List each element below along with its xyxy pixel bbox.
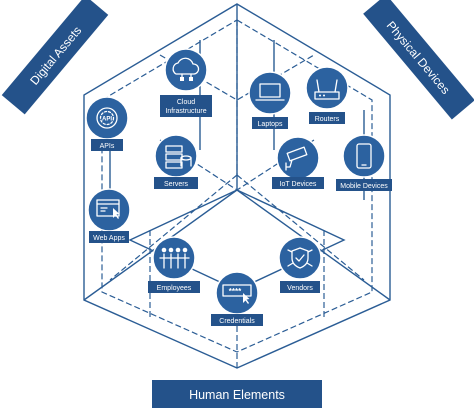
mobile-label: Mobile Devices — [340, 183, 388, 190]
node-routers: Routers — [305, 66, 349, 124]
password-cursor-icon: **** — [222, 284, 252, 304]
shield-network-icon — [287, 247, 313, 269]
servers-label: Servers — [164, 181, 189, 188]
cloud-label-line1: Cloud — [177, 99, 195, 106]
node-laptops: Laptops — [248, 71, 292, 129]
laptop-icon — [255, 83, 285, 101]
iot-label: IoT Devices — [280, 181, 317, 188]
node-mobile-devices: Mobile Devices — [336, 134, 392, 191]
node-apis: API APIs — [85, 96, 129, 151]
web-app-window-icon — [96, 199, 120, 219]
people-group-icon — [159, 247, 190, 269]
node-iot-devices: IoT Devices — [272, 136, 324, 189]
human-elements-banner: Human Elements — [152, 380, 322, 408]
laptops-label: Laptops — [258, 121, 283, 128]
server-database-icon — [165, 145, 192, 169]
credentials-mask: **** — [229, 287, 242, 296]
employees-label: Employees — [157, 285, 192, 292]
cloud-label-line2: Infrastructure — [165, 108, 206, 115]
cloud-network-icon — [172, 57, 200, 81]
human-elements-label: Human Elements — [189, 388, 285, 402]
mobile-phone-icon — [356, 143, 372, 169]
apis-label: APIs — [100, 143, 115, 150]
node-servers: Servers — [154, 134, 198, 189]
vendors-label: Vendors — [287, 285, 313, 292]
node-credentials: **** Credentials — [211, 271, 263, 326]
node-vendors: Vendors — [278, 236, 322, 293]
node-cloud-infrastructure: Cloud Infrastructure — [160, 48, 212, 117]
physical-devices-banner: Physical Devices — [363, 0, 474, 120]
physical-devices-label: Physical Devices — [384, 18, 453, 96]
api-badge-text: API — [102, 117, 112, 123]
api-gear-icon: API — [96, 107, 118, 129]
routers-label: Routers — [315, 116, 340, 123]
digital-assets-banner: Digital Assets — [1, 0, 109, 115]
security-camera-icon — [285, 146, 308, 171]
node-web-apps: Web Apps — [87, 188, 131, 243]
webapps-label: Web Apps — [93, 235, 125, 242]
router-icon — [314, 79, 340, 100]
credentials-label: Credentials — [219, 318, 255, 325]
node-employees: Employees — [148, 236, 200, 293]
